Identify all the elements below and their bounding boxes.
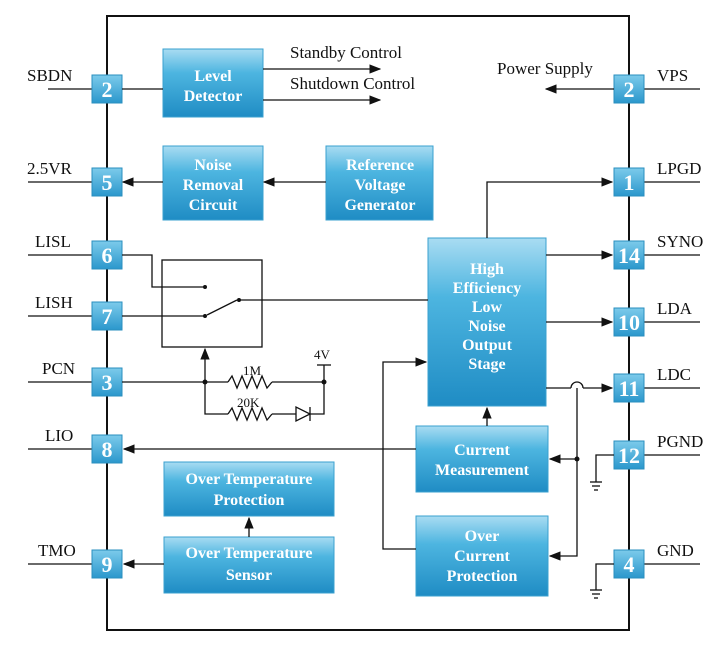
pin-syno: SYNO 14 — [613, 232, 703, 270]
pin-number: 11 — [619, 376, 640, 401]
output-stage-block: High Efficiency Low Noise Output Stage — [427, 237, 547, 407]
pin-name: TMO — [38, 541, 76, 560]
pin-number: 4 — [624, 552, 635, 577]
svg-text:Over: Over — [465, 528, 500, 545]
pin-number: 2 — [102, 77, 113, 102]
pin-number: 12 — [618, 443, 640, 468]
pin-name: LPGD — [657, 159, 701, 178]
svg-text:Noise: Noise — [194, 157, 231, 174]
over-current-block: Over Current Protection — [415, 515, 549, 597]
switch-box — [161, 259, 263, 348]
pin-name: SYNO — [657, 232, 703, 251]
pin-name: LISL — [35, 232, 71, 251]
ot-sensor-block: Over Temperature Sensor — [163, 536, 335, 594]
resistor-1m-label: 1M — [243, 363, 262, 378]
pin-name: LISH — [35, 293, 73, 312]
voltage-4v-label: 4V — [314, 347, 331, 362]
pin-gnd: GND 4 — [613, 541, 700, 579]
svg-text:Generator: Generator — [344, 197, 415, 214]
pin-lpgd: LPGD 1 — [613, 159, 701, 197]
pin-lio: LIO 8 — [28, 426, 123, 464]
svg-text:Sensor: Sensor — [226, 567, 272, 584]
pin-number: 5 — [102, 170, 113, 195]
pin-name: 2.5VR — [27, 159, 73, 178]
svg-text:Reference: Reference — [346, 157, 414, 174]
pin-lda: LDA 10 — [613, 299, 700, 337]
connection-wires — [121, 64, 614, 599]
reference-voltage-block: Reference Voltage Generator — [325, 145, 434, 221]
pin-name: PCN — [42, 359, 75, 378]
standby-control-label: Standby Control — [290, 43, 402, 62]
pin-name: SBDN — [27, 66, 72, 85]
pin-sbdn: SBDN 2 — [27, 66, 123, 104]
svg-text:Circuit: Circuit — [189, 197, 238, 214]
pin-number: 9 — [102, 552, 113, 577]
noise-removal-block: Noise Removal Circuit — [162, 145, 264, 221]
svg-text:Current: Current — [454, 442, 510, 459]
svg-text:Efficiency: Efficiency — [453, 280, 521, 297]
pin-2-5vr: 2.5VR 5 — [27, 159, 123, 197]
pin-number: 7 — [102, 304, 113, 329]
svg-text:Over Temperature: Over Temperature — [186, 471, 313, 488]
pin-pgnd: PGND 12 — [613, 432, 703, 470]
svg-text:High: High — [470, 261, 504, 278]
svg-text:Protection: Protection — [447, 568, 518, 585]
svg-text:Noise: Noise — [468, 318, 505, 335]
power-supply-label: Power Supply — [497, 59, 593, 78]
pin-name: LIO — [45, 426, 73, 445]
pin-name: GND — [657, 541, 694, 560]
svg-text:Measurement: Measurement — [435, 462, 530, 479]
pin-lish: LISH 7 — [28, 293, 123, 331]
svg-text:Protection: Protection — [214, 492, 285, 509]
pin-number: 3 — [102, 370, 113, 395]
pin-pcn: PCN 3 — [28, 359, 123, 397]
svg-text:Output: Output — [462, 337, 512, 354]
pin-name: VPS — [657, 66, 688, 85]
current-measurement-block: Current Measurement — [415, 425, 549, 493]
svg-text:Over Temperature: Over Temperature — [186, 545, 313, 562]
resistor-20k-label: 20K — [237, 395, 260, 410]
pin-name: LDC — [657, 365, 691, 384]
pin-number: 10 — [618, 310, 640, 335]
pin-tmo: TMO 9 — [28, 541, 123, 579]
pin-name: PGND — [657, 432, 703, 451]
pin-number: 1 — [624, 170, 635, 195]
ot-protection-block: Over Temperature Protection — [163, 461, 335, 517]
svg-text:Voltage: Voltage — [355, 177, 406, 194]
pin-name: LDA — [657, 299, 693, 318]
svg-text:Level: Level — [194, 68, 232, 85]
pin-number: 2 — [624, 77, 635, 102]
shutdown-control-label: Shutdown Control — [290, 74, 415, 93]
svg-text:Removal: Removal — [183, 177, 244, 194]
level-detector-block: Level Detector — [162, 48, 264, 118]
pin-lisl: LISL 6 — [28, 232, 123, 270]
svg-text:Current: Current — [454, 548, 510, 565]
svg-text:Detector: Detector — [184, 88, 243, 105]
pin-ldc: LDC 11 — [613, 365, 700, 403]
svg-text:Stage: Stage — [468, 356, 505, 373]
pin-number: 8 — [102, 437, 113, 462]
pin-vps: VPS 2 — [613, 66, 700, 104]
pin-number: 14 — [618, 243, 640, 268]
svg-text:Low: Low — [472, 299, 503, 316]
pin-number: 6 — [102, 243, 113, 268]
